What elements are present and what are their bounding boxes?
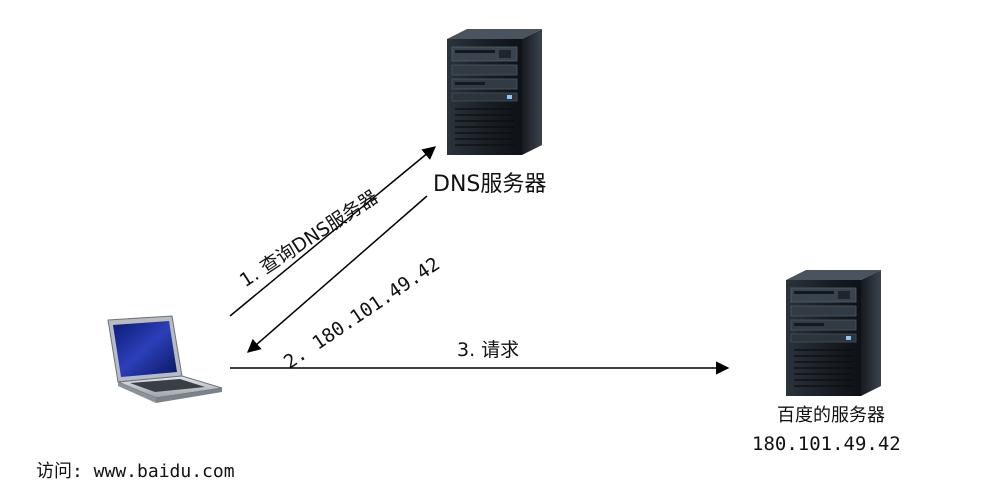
server-tower-icon <box>785 269 882 397</box>
laptop-icon <box>107 315 223 403</box>
baidu-server-ip: 180.101.49.42 <box>752 433 901 455</box>
request-arrow-label: 3. 请求 <box>457 339 520 361</box>
server-tower-icon <box>446 28 543 156</box>
query-arrow <box>229 146 437 317</box>
reply-arrow <box>246 195 428 353</box>
client-visit-text: 访问: www.baidu.com <box>36 461 235 482</box>
dns-server-label: DNS服务器 <box>433 172 547 197</box>
baidu-server-label: 百度的服务器 <box>777 405 885 426</box>
